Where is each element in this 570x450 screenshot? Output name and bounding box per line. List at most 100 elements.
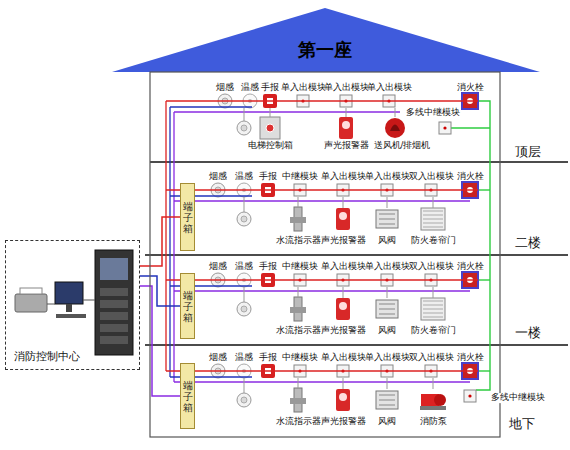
pump-icon bbox=[434, 394, 446, 406]
hydrant-wire bbox=[476, 101, 490, 390]
cabinet-icon bbox=[100, 300, 128, 308]
device-label: 多线中继模块 bbox=[490, 393, 546, 403]
smoke-detector-icon bbox=[241, 125, 247, 131]
terminal-box: 端子箱 bbox=[180, 183, 195, 251]
damper-icon bbox=[379, 224, 395, 225]
damper-icon bbox=[379, 219, 395, 220]
damper-icon bbox=[376, 391, 398, 409]
cabinet-icon bbox=[100, 336, 128, 344]
shutter-icon bbox=[423, 211, 443, 212]
device-label: 温感 bbox=[235, 172, 253, 182]
connector-wire bbox=[140, 276, 180, 306]
floor-label: 一楼 bbox=[515, 326, 541, 341]
device-label: 温感 bbox=[241, 83, 259, 93]
bus-wire bbox=[173, 112, 174, 382]
damper-icon bbox=[379, 395, 395, 396]
leader-wire bbox=[343, 197, 344, 208]
device-label: 声光报警器 bbox=[321, 326, 366, 336]
leader-wire bbox=[244, 197, 245, 212]
device-label: 风阀 bbox=[378, 417, 396, 427]
module-icon bbox=[439, 122, 451, 134]
smoke-detector-icon bbox=[237, 393, 251, 407]
shutter-icon bbox=[423, 227, 443, 228]
device-label: 温感 bbox=[235, 353, 253, 363]
connector-wire bbox=[140, 286, 180, 396]
device-label: 声光报警器 bbox=[321, 417, 366, 427]
signal-wire bbox=[170, 106, 252, 107]
device-label: 水流指示器 bbox=[276, 417, 321, 427]
cabinet-icon bbox=[100, 288, 128, 296]
shutter-icon bbox=[421, 298, 445, 320]
device-label: 手报 bbox=[259, 262, 277, 272]
cable bbox=[83, 300, 95, 301]
leader-wire bbox=[298, 197, 299, 208]
flow-indicator-icon bbox=[290, 217, 306, 223]
leader-wire bbox=[244, 378, 245, 393]
printer-icon bbox=[15, 294, 47, 312]
hydrant-wire bbox=[478, 189, 490, 190]
keyboard-icon bbox=[56, 314, 86, 318]
terminal-box: 端子箱 bbox=[180, 363, 195, 429]
device-label: 单入出模块 bbox=[321, 172, 366, 182]
building-outline: 第一座端子箱端子箱端子箱 bbox=[112, 8, 540, 438]
house-shape bbox=[112, 8, 540, 438]
leader-wire bbox=[387, 287, 388, 298]
shutter-icon bbox=[423, 301, 443, 302]
device-label: 单入出模块 bbox=[365, 262, 410, 272]
terminal-box-label: 端子箱 bbox=[183, 290, 193, 323]
signal-wire bbox=[166, 100, 478, 101]
leader-wire bbox=[343, 378, 344, 389]
device-label: 单入出模块 bbox=[321, 353, 366, 363]
cabinet-icon bbox=[100, 324, 128, 332]
sound-light-alarm-icon bbox=[339, 302, 347, 310]
device-label: 单入出模块 bbox=[321, 262, 366, 272]
device-label: 多线中继模块 bbox=[406, 108, 460, 118]
device-label: 消火栓 bbox=[457, 262, 484, 272]
control-center-box: 消防控制中心 bbox=[5, 240, 140, 370]
device-label: 温感 bbox=[235, 262, 253, 272]
damper-icon bbox=[376, 300, 398, 318]
leader-wire bbox=[244, 287, 245, 302]
floor-line bbox=[145, 254, 568, 256]
building-body bbox=[150, 72, 500, 437]
damper-icon bbox=[379, 309, 395, 310]
device-label: 单入出模块 bbox=[324, 83, 369, 93]
connector-wire bbox=[140, 217, 180, 266]
device-label: 单入出模块 bbox=[367, 83, 412, 93]
cabinet-icon bbox=[100, 312, 128, 320]
terminal-box-label: 端子箱 bbox=[183, 380, 193, 413]
leader-wire bbox=[270, 108, 271, 117]
cable bbox=[47, 304, 55, 305]
sound-light-alarm-icon bbox=[342, 121, 350, 129]
smoke-detector-icon bbox=[237, 212, 251, 226]
device-label: 中继模块 bbox=[282, 262, 318, 272]
signal-wire bbox=[174, 111, 400, 112]
cabinet-icon bbox=[100, 258, 128, 280]
elevator-box-icon bbox=[260, 117, 280, 139]
control-center-label: 消防控制中心 bbox=[14, 349, 80, 364]
damper-icon bbox=[376, 210, 398, 228]
device-label: 中继模块 bbox=[282, 172, 318, 182]
floor-line bbox=[150, 161, 568, 163]
sound-light-alarm-icon bbox=[339, 117, 353, 139]
module-icon bbox=[464, 390, 476, 402]
signal-wire bbox=[174, 381, 470, 382]
damper-icon bbox=[379, 400, 395, 401]
damper-icon bbox=[379, 405, 395, 406]
fan-icon bbox=[385, 118, 405, 138]
device-label: 手报 bbox=[259, 353, 277, 363]
device-label: 消火栓 bbox=[457, 353, 484, 363]
leader-wire bbox=[433, 197, 434, 208]
smoke-detector-icon bbox=[241, 306, 247, 312]
elevator-box-icon bbox=[266, 124, 274, 132]
module-icon bbox=[468, 394, 471, 397]
leader-wire bbox=[298, 287, 299, 298]
terminal-box-label: 端子箱 bbox=[183, 201, 193, 234]
signal-wire bbox=[166, 189, 478, 190]
signal-wire bbox=[166, 370, 478, 371]
smoke-detector-icon bbox=[241, 216, 247, 222]
hydrant-wire bbox=[451, 127, 490, 128]
signal-wire bbox=[174, 200, 470, 201]
device-label: 声光报警器 bbox=[324, 141, 369, 151]
